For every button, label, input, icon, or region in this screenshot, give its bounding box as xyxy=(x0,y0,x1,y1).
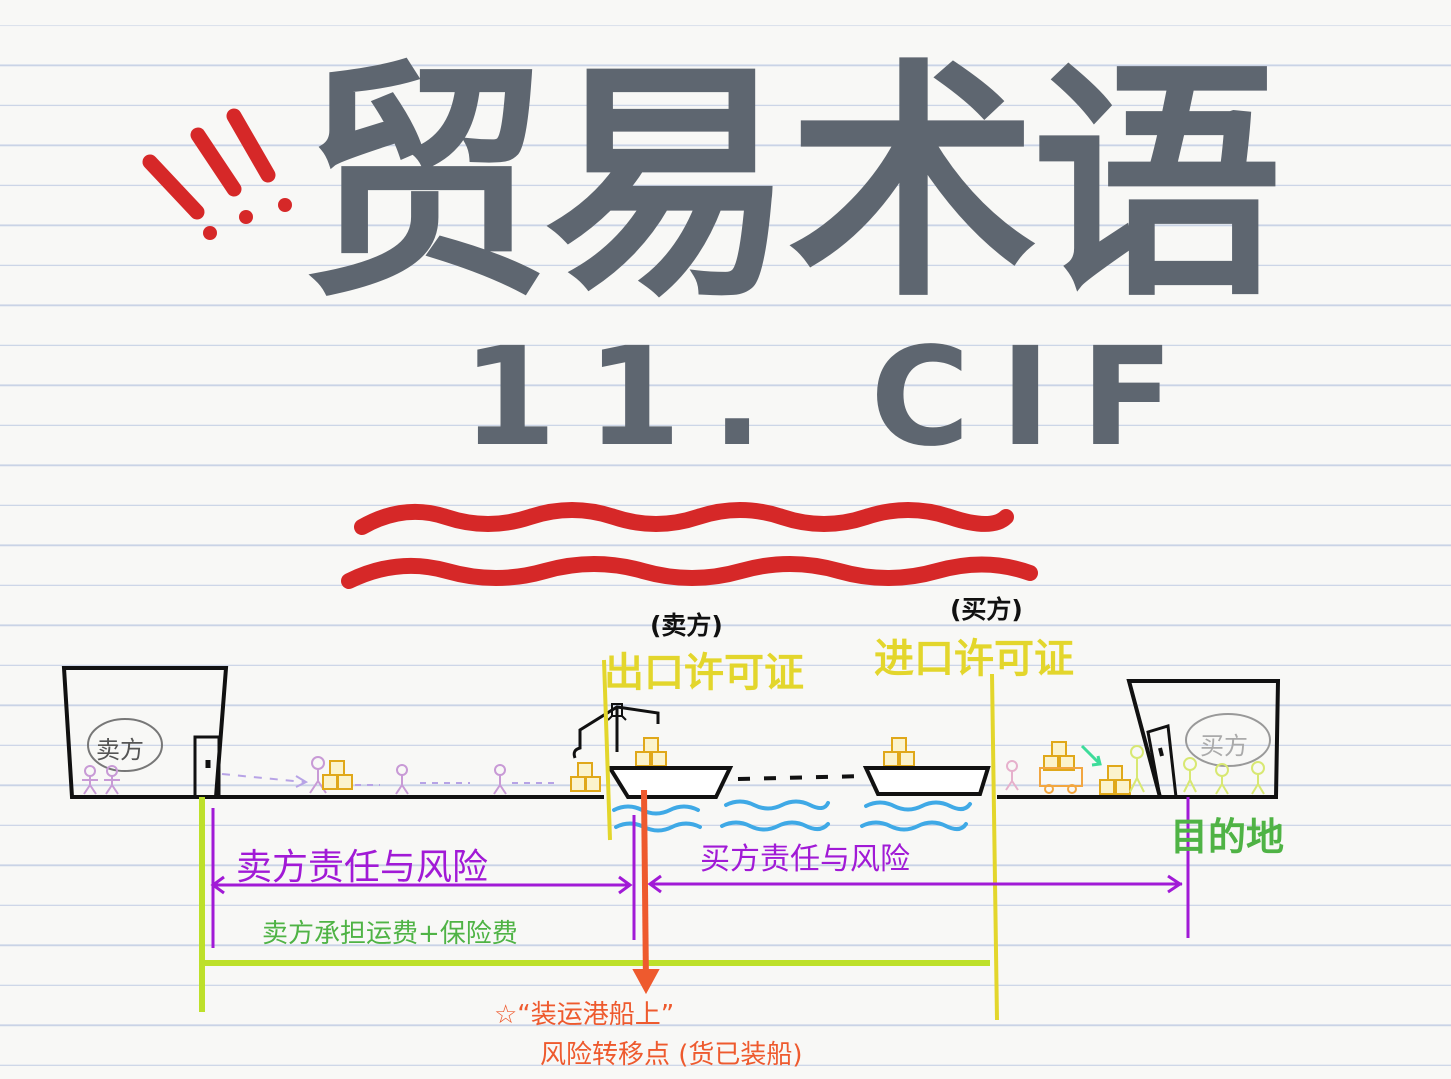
seller-people xyxy=(82,765,120,795)
seller-house-label: 卖方 xyxy=(96,736,144,764)
truck-icon xyxy=(1039,767,1083,794)
exclamation-icon xyxy=(142,108,292,240)
porter-figures xyxy=(309,756,507,795)
transfer-point-title: ☆“装运港船上” xyxy=(494,1000,675,1030)
seller-warehouse xyxy=(61,666,229,799)
page-subtitle: 11. CIF xyxy=(462,319,1204,477)
buyer-warehouse xyxy=(1126,679,1281,799)
buyer-house-label: 买方 xyxy=(1200,732,1248,760)
wavy-underline xyxy=(341,502,1038,589)
export-party-label: (卖方) xyxy=(650,611,723,640)
buyer-risk-label: 买方责任与风险 xyxy=(700,842,910,877)
transfer-arrow xyxy=(632,789,660,995)
transfer-point-note: 风险转移点 (货已装船) xyxy=(540,1040,803,1070)
export-license-label: 出口许可证 xyxy=(604,650,804,696)
import-license-label: 进口许可证 xyxy=(874,636,1074,682)
destination-label: 目的地 xyxy=(1170,815,1285,859)
import-party-label: (买方) xyxy=(950,595,1023,624)
seller-costs-label: 卖方承担运费+保险费 xyxy=(262,919,518,949)
buyer-people xyxy=(1129,745,1265,795)
water-waves xyxy=(612,799,972,833)
ship-icon xyxy=(606,766,991,799)
page-title: 贸易术语 xyxy=(300,39,1282,330)
seller-risk-label: 卖方责任与风险 xyxy=(236,847,489,888)
